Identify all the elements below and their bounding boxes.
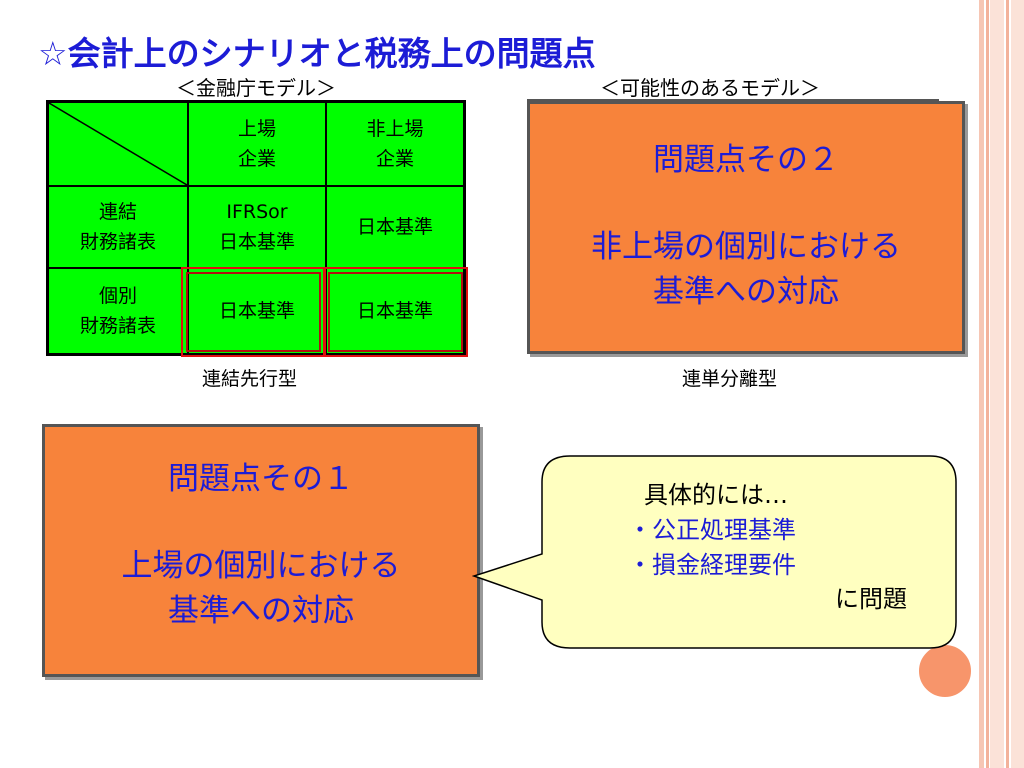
header-unlisted: 非上場 企業	[325, 100, 466, 187]
cell-text: 日本基準	[356, 299, 433, 322]
callout-content: 具体的には… ・公正処理基準 ・損金経理要件 に問題	[540, 454, 955, 649]
table-corner-cell	[46, 100, 189, 187]
issue1-line: 基準への対応	[168, 592, 354, 629]
highlight-frame	[323, 267, 468, 357]
table-cell: 日本基準	[325, 267, 466, 356]
cell-text: 日本基準	[218, 231, 295, 253]
highlight-frame-inner	[186, 272, 321, 352]
issue2-box: 問題点その２ 非上場の個別における 基準への対応	[527, 101, 965, 354]
table-header-row: 上場 企業 非上場 企業	[46, 100, 466, 187]
decor-stripe	[986, 0, 989, 768]
callout-item: ・損金経理要件	[628, 550, 796, 579]
issue1-box: 問題点その１ 上場の個別における 基準への対応	[42, 424, 480, 677]
cell-text: 日本基準	[218, 299, 295, 322]
table-row-individual: 個別 財務諸表 日本基準 日本基準	[46, 267, 466, 356]
decor-stripe	[1011, 0, 1024, 768]
table-cell: 日本基準	[325, 185, 466, 269]
standards-table: 上場 企業 非上場 企業 連結 財務諸表 IFRSor 日本基準 日本基準 個別…	[46, 100, 466, 356]
table-cell: IFRSor 日本基準	[187, 185, 327, 269]
cell-text: IFRSor	[226, 200, 288, 223]
issue2-heading: 問題点その２	[653, 142, 839, 178]
callout-heading: 具体的には…	[644, 481, 788, 509]
left-caption: 連結先行型	[202, 368, 298, 390]
table-cell: 日本基準	[187, 267, 327, 356]
highlight-frame	[181, 267, 326, 357]
row-label-text: 連結	[98, 200, 137, 223]
header-listed: 上場 企業	[187, 100, 327, 187]
issue1-line: 上場の個別における	[121, 547, 401, 584]
decor-stripe	[979, 0, 984, 768]
header-text: 企業	[375, 148, 414, 170]
header-text: 非上場	[366, 117, 424, 140]
decor-stripe	[990, 0, 1004, 768]
right-model-label: ＜可能性のあるモデル＞	[600, 76, 820, 100]
issue2-line: 基準への対応	[653, 273, 839, 310]
issue1-heading: 問題点その１	[168, 461, 354, 497]
table-row-consolidated: 連結 財務諸表 IFRSor 日本基準 日本基準	[46, 185, 466, 269]
header-text: 企業	[237, 148, 276, 170]
diagonal-line	[49, 103, 187, 185]
callout-tail: に問題	[835, 585, 907, 614]
left-model-label: ＜金融庁モデル＞	[176, 76, 336, 100]
highlight-frame-inner	[328, 272, 463, 352]
row-label-text: 財務諸表	[79, 315, 156, 337]
callout-item: ・公正処理基準	[628, 515, 796, 544]
row-label-text: 財務諸表	[79, 231, 156, 253]
row-label: 連結 財務諸表	[46, 185, 189, 269]
cell-text: 日本基準	[356, 215, 433, 238]
slide-title: ☆会計上のシナリオと税務上の問題点	[38, 34, 596, 73]
issue2-line: 非上場の個別における	[591, 228, 901, 265]
row-label-text: 個別	[98, 284, 137, 307]
box-frame-line	[527, 99, 939, 102]
decor-stripe	[1006, 0, 1009, 768]
speech-callout-shape	[472, 455, 957, 649]
row-label: 個別 財務諸表	[46, 267, 189, 356]
right-caption: 連単分離型	[682, 368, 778, 390]
header-text: 上場	[237, 117, 276, 140]
